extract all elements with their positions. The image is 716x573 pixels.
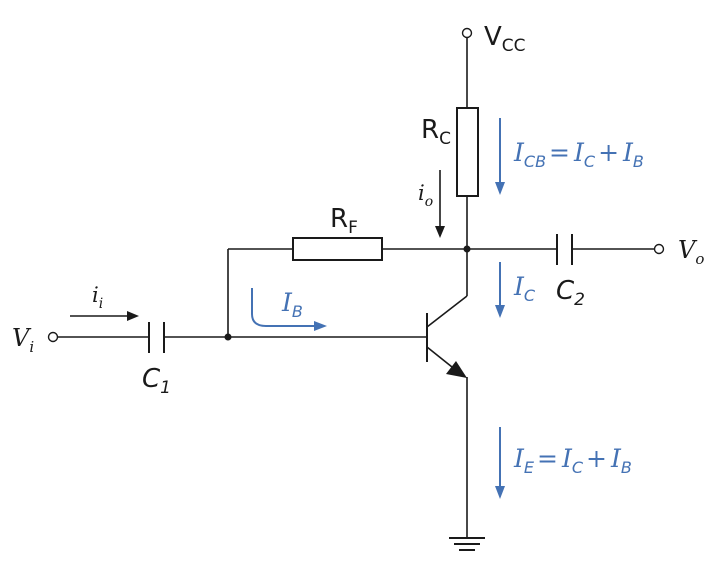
terminal-vcc: [461, 27, 473, 39]
label-io: io: [418, 181, 433, 210]
label-c1: C1: [142, 364, 171, 398]
ic-current-arrow: [495, 262, 505, 318]
label-rf: RF: [330, 204, 358, 238]
label-vcc: VCC: [484, 22, 526, 56]
resistor-rf: [292, 237, 383, 261]
ib-current-arrow: [251, 288, 327, 331]
resistor-rc: [456, 107, 479, 197]
label-vi: Vi: [12, 324, 34, 356]
ii-arrow: [70, 311, 139, 321]
capacitor-c2: [556, 234, 573, 265]
label-ii: ii: [92, 283, 103, 312]
io-arrow: [435, 170, 445, 238]
icb-current-arrow: [495, 118, 505, 195]
ground-symbol-icon: [449, 537, 485, 551]
label-vo: Vo: [678, 236, 704, 268]
label-ic: IC: [513, 272, 536, 305]
transistor-collector-leg: [426, 295, 468, 328]
label-icb-equation: ICB=IC+IB: [513, 138, 644, 171]
junction-dot-base: [224, 333, 232, 341]
label-ie-equation: IE=IC+IB: [513, 444, 632, 477]
label-c2: C2: [556, 276, 585, 310]
label-rc: RC: [421, 115, 451, 149]
terminal-vo: [653, 243, 665, 255]
terminal-vi: [47, 331, 59, 343]
wires: [57, 38, 655, 538]
transistor-emitter-leg: [426, 346, 453, 368]
label-ib: IB: [281, 288, 303, 321]
junction-dot-collector: [463, 245, 471, 253]
npn-transistor: [426, 295, 468, 378]
ie-current-arrow: [495, 427, 505, 499]
capacitor-c1: [148, 322, 165, 353]
emitter-arrow-icon: [446, 361, 467, 378]
